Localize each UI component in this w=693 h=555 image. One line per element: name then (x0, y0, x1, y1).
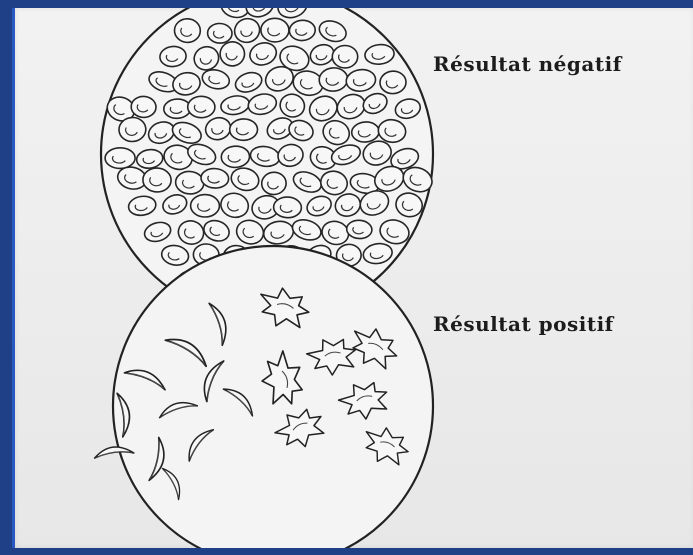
paper-sheet: Résultat négatif Résultat positif (12, 8, 693, 548)
negative-result-label: Résultat négatif (433, 52, 622, 76)
normal-red-cell (105, 148, 135, 169)
normal-red-cell (174, 18, 201, 43)
normal-red-cell (273, 197, 302, 219)
normal-red-cell (188, 96, 215, 118)
positive-result-panel (93, 246, 433, 548)
normal-red-cell (230, 119, 258, 141)
normal-red-cell (221, 146, 250, 169)
normal-red-cell (142, 168, 171, 193)
normal-red-cell (131, 96, 157, 118)
normal-red-cell (163, 98, 191, 118)
normal-red-cell (332, 45, 358, 68)
positive-result-label: Résultat positif (433, 312, 614, 336)
normal-red-cell (207, 23, 232, 44)
normal-red-cell (261, 18, 289, 42)
normal-red-cell (191, 194, 220, 217)
sickle-test-diagram (15, 8, 693, 548)
normal-red-cell (379, 70, 406, 94)
normal-red-cell (118, 117, 146, 143)
